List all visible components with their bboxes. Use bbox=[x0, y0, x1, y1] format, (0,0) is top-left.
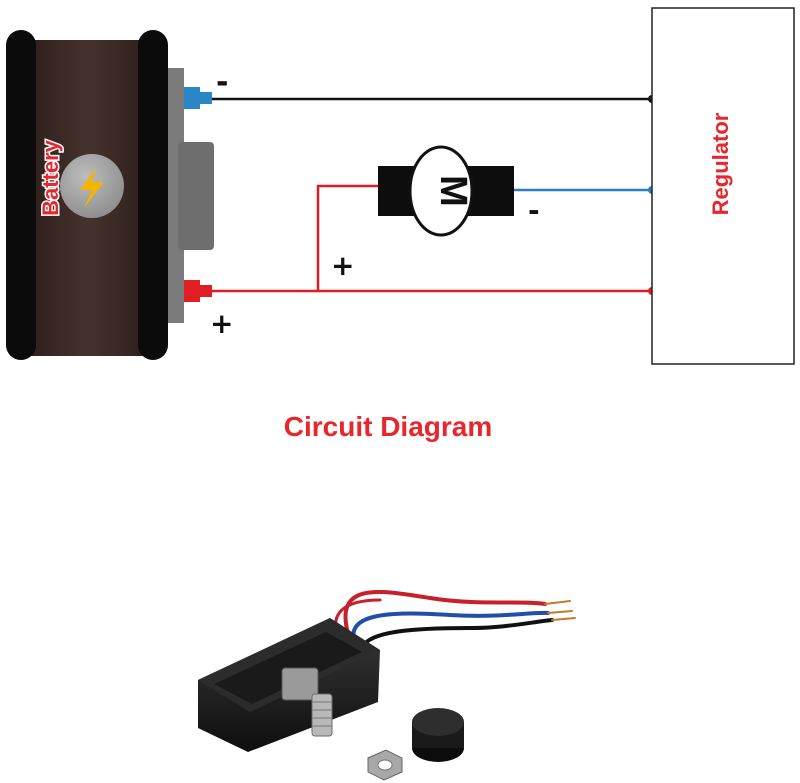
regulator-box bbox=[651, 7, 795, 365]
hex-nut-hole bbox=[377, 759, 393, 771]
potentiometer-body bbox=[281, 667, 319, 701]
regulator-label: Regulator bbox=[708, 112, 733, 215]
potentiometer-shaft bbox=[311, 693, 333, 737]
motor-letter: M bbox=[432, 175, 474, 207]
motor-negative-sign: - bbox=[528, 194, 540, 227]
motor-circle bbox=[408, 145, 474, 237]
positive-terminal bbox=[184, 280, 212, 302]
lightning-icon bbox=[80, 168, 104, 208]
knob-top bbox=[412, 708, 464, 736]
dimmer-module-photo bbox=[198, 589, 576, 781]
battery-side-bump bbox=[178, 142, 214, 250]
regulator: Regulator bbox=[651, 7, 795, 365]
battery-label: Battery bbox=[38, 139, 63, 216]
battery: Battery - + bbox=[6, 30, 233, 360]
diagram-caption: Circuit Diagram bbox=[284, 411, 493, 442]
module-wires bbox=[334, 589, 576, 654]
motor-positive-sign: + bbox=[331, 249, 354, 282]
battery-negative-sign: - bbox=[216, 65, 228, 100]
motor-positive-wire bbox=[316, 184, 382, 291]
battery-left-cap bbox=[6, 30, 36, 360]
battery-positive-sign: + bbox=[210, 307, 233, 340]
motor: M - + bbox=[331, 145, 540, 282]
negative-terminal bbox=[184, 87, 212, 109]
battery-right-cap bbox=[138, 30, 168, 360]
